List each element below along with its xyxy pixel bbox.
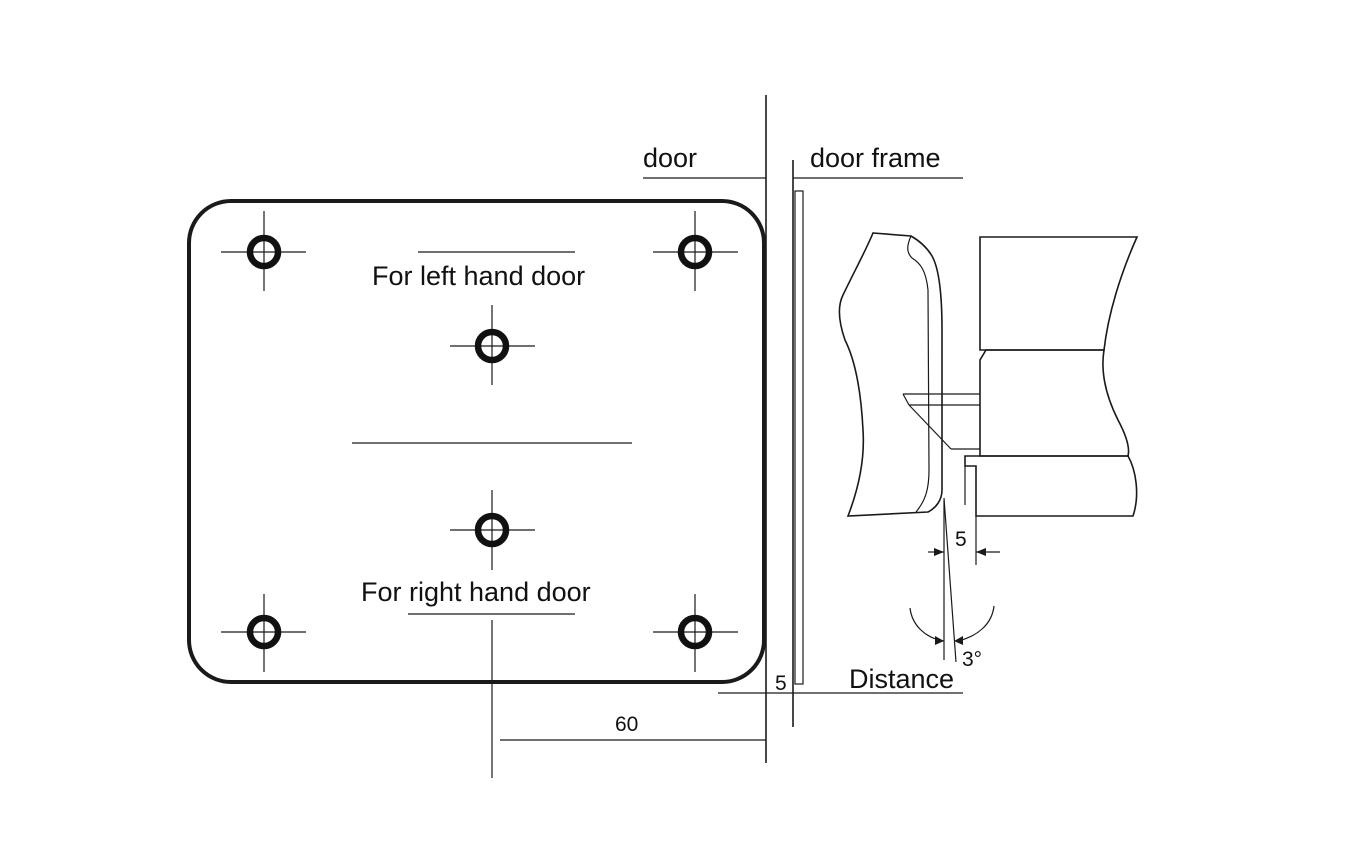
door-label: door xyxy=(643,143,697,173)
hinge-block-middle xyxy=(979,349,1130,457)
hole-top-right xyxy=(653,211,738,291)
dimension-5-right-label: 5 xyxy=(955,528,967,551)
plate-outline xyxy=(187,199,766,684)
hole-center-upper xyxy=(450,305,535,385)
hole-bottom-right xyxy=(653,594,738,672)
mounting-plate xyxy=(187,199,766,684)
mounting-holes xyxy=(221,211,738,672)
dimension-60-label: 60 xyxy=(615,713,638,736)
hole-center-lower xyxy=(450,490,535,570)
hinge-side-view xyxy=(838,232,1139,663)
dimension-5-bottom-label: 5 xyxy=(775,672,787,695)
hinge-block-lower xyxy=(964,455,1138,517)
hinge-leaf-profile xyxy=(838,232,943,517)
right-hand-door-label: For right hand door xyxy=(361,577,591,607)
door-and-frame xyxy=(643,95,963,763)
door-frame-label: door frame xyxy=(810,143,941,173)
distance-label: Distance xyxy=(849,664,954,694)
hinge-block-upper xyxy=(979,236,1139,351)
hole-bottom-left xyxy=(221,594,306,672)
hole-top-left xyxy=(221,211,306,291)
angle-3-degree-label: 3° xyxy=(962,648,982,671)
left-hand-door-label: For left hand door xyxy=(372,261,585,291)
dimension-60 xyxy=(491,620,766,778)
frame-strip xyxy=(794,190,804,685)
